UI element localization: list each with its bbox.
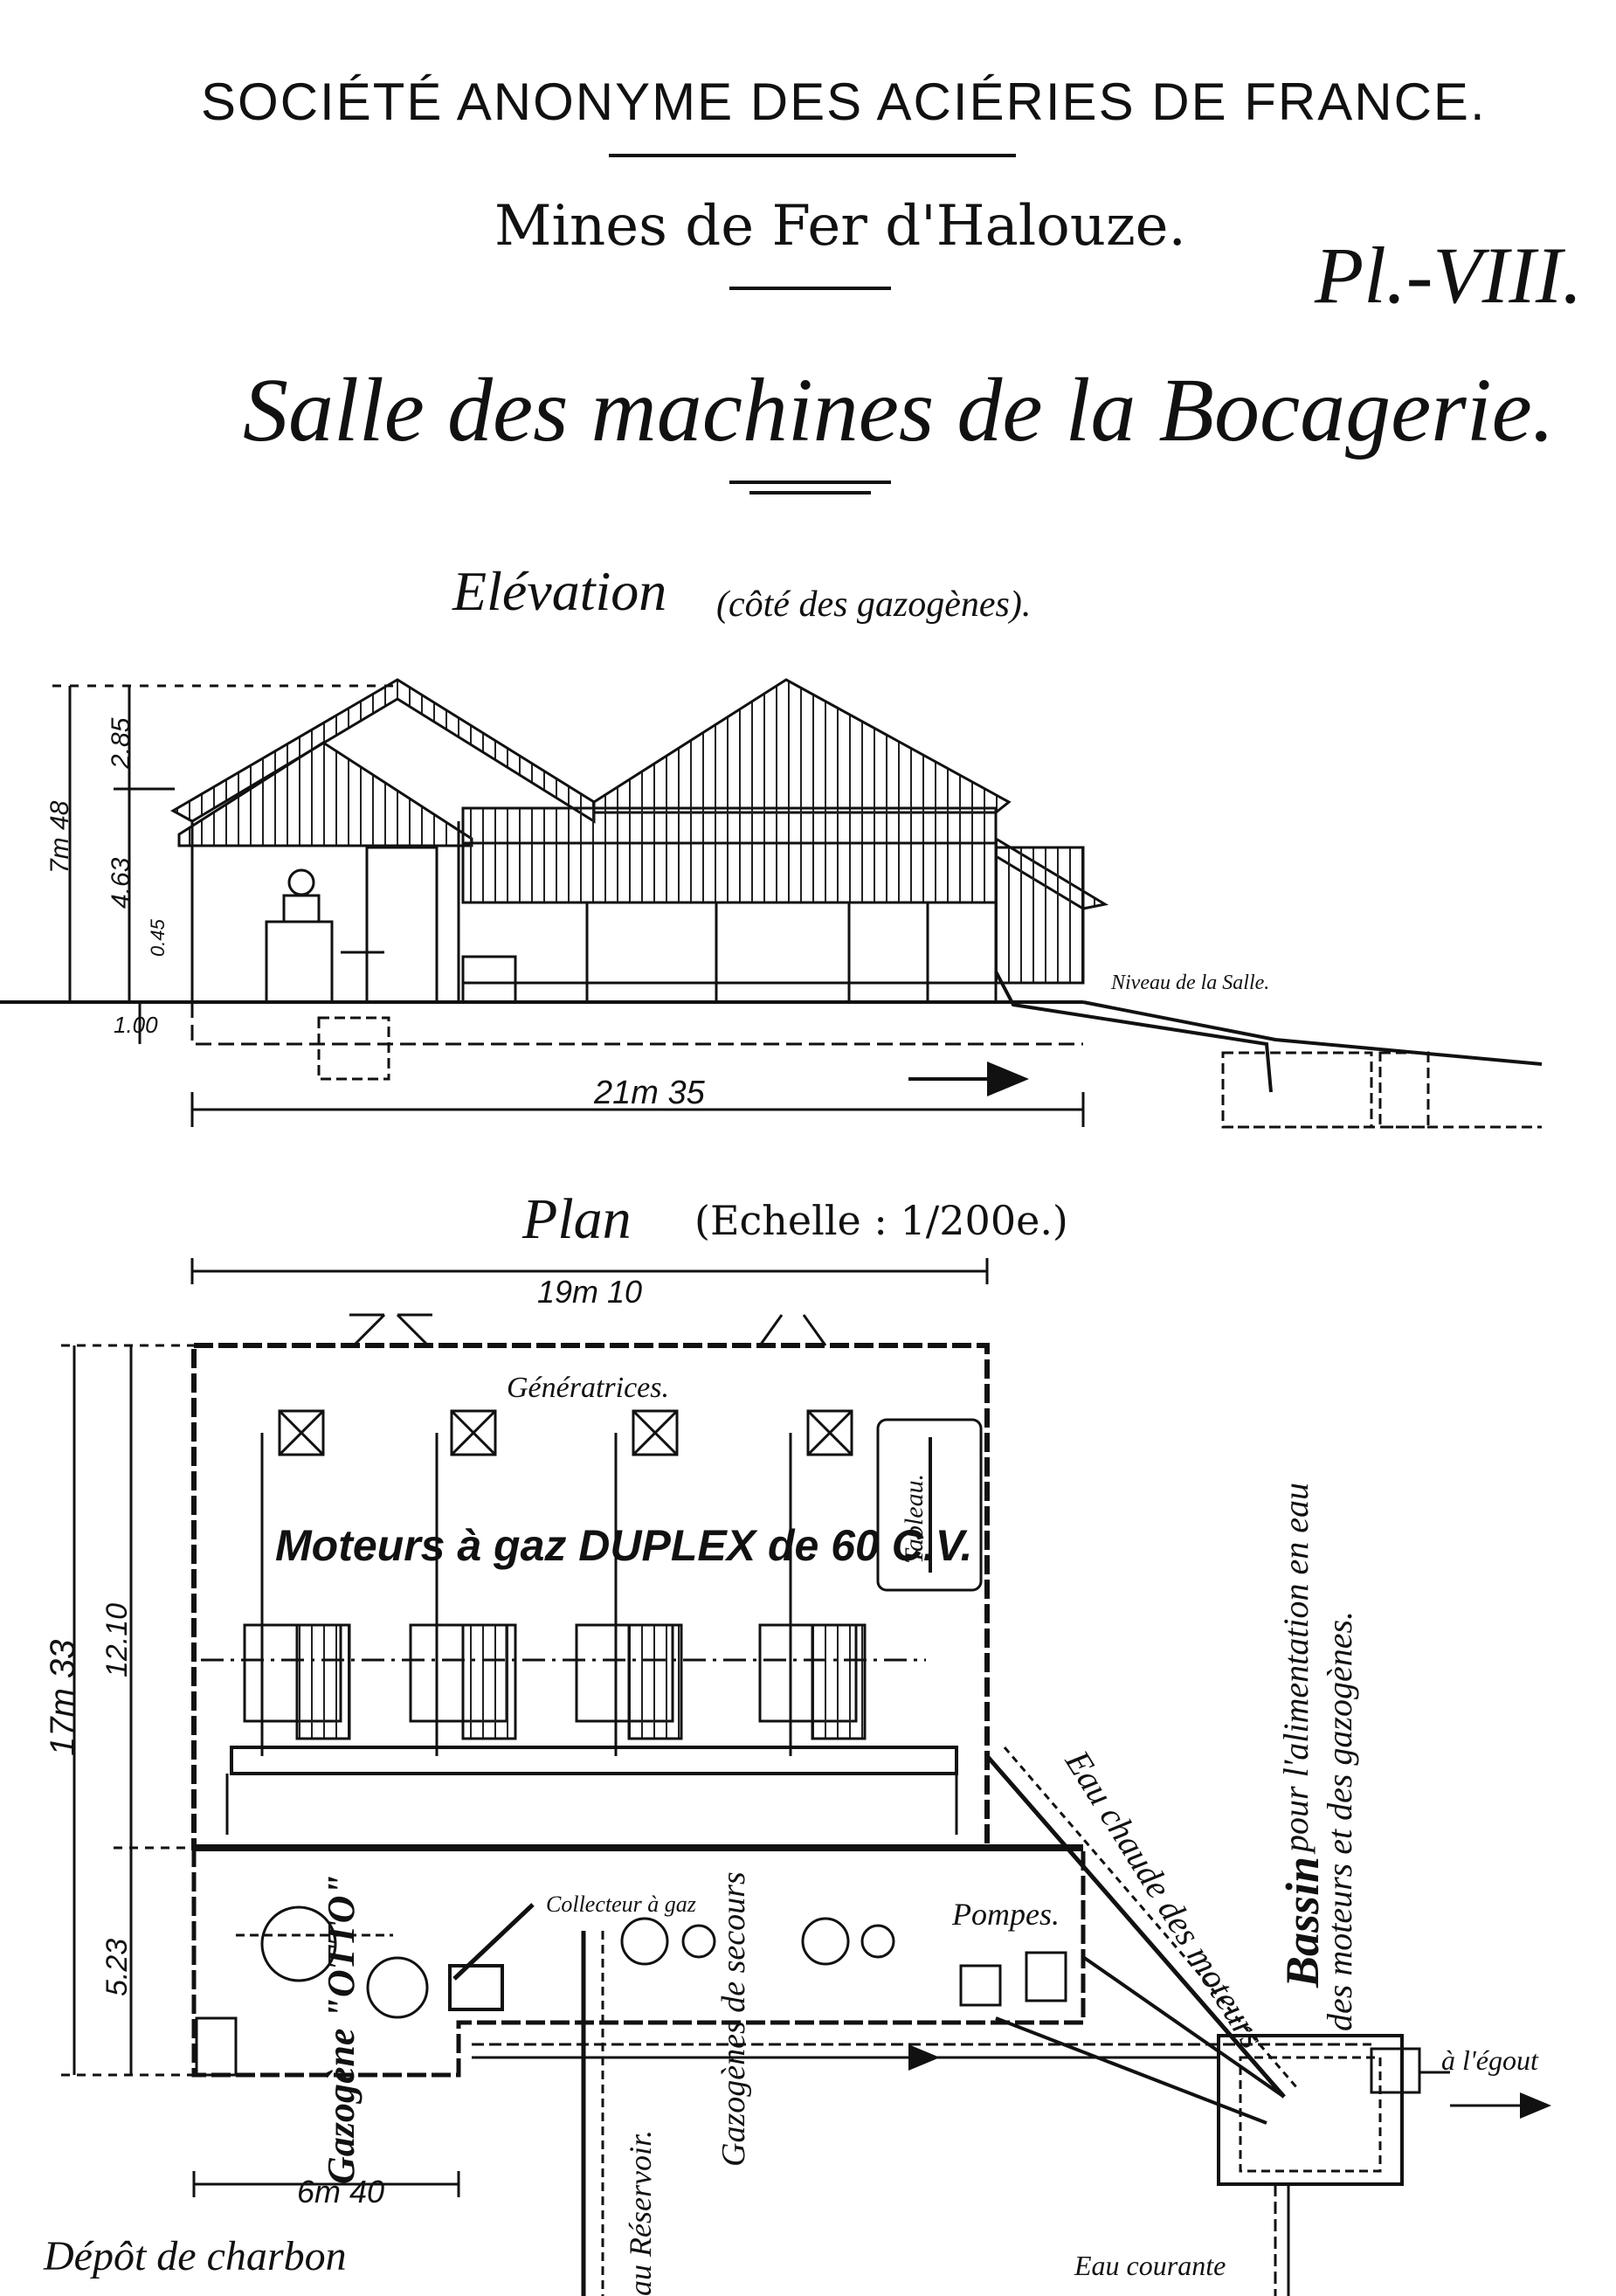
- mines-title: Mines de Fer d'Halouze.: [494, 194, 1186, 259]
- gazogene-otto-label: Gazogène "OTTO": [320, 1874, 363, 2184]
- elevation-subtitle: (côté des gazogènes).: [716, 584, 1032, 625]
- dim-gazogene-width: 6m 40: [297, 2174, 385, 2210]
- reservoir-label: au Réservoir.: [623, 2130, 658, 2296]
- elevation-drawing: [0, 678, 1543, 1129]
- dim-total-height: 7m 48: [45, 800, 74, 874]
- dim-base: 1.00: [114, 1012, 158, 1038]
- eau-courante-label: Eau courante: [1074, 2250, 1226, 2281]
- niveau-label: Niveau de la Salle.: [1111, 972, 1270, 994]
- dim-small: 0.45: [147, 919, 169, 957]
- gazogenes-secours-label: Gazogènes de secours: [715, 1871, 752, 2167]
- plan-title: Plan: [522, 1187, 632, 1251]
- header-rules: [609, 154, 1016, 494]
- plate-number: Pl.-VIII.: [1315, 231, 1583, 320]
- dim-roof: 2.85: [107, 717, 135, 769]
- company-title: SOCIÉTÉ ANONYME DES ACIÉRIES DE FRANCE.: [201, 73, 1487, 131]
- bassin-text-1: pour l'alimentation en eau: [1276, 1483, 1316, 1852]
- collecteur-label: Collecteur à gaz: [546, 1891, 696, 1917]
- plan-drawing: [61, 1258, 1551, 2296]
- dim-plan-total: 17m 33: [44, 1639, 82, 1756]
- pompes-label: Pompes.: [952, 1897, 1060, 1932]
- elevation-title: Elévation: [452, 560, 667, 622]
- egout-label: à l'égout: [1441, 2044, 1538, 2076]
- moteurs-label: Moteurs à gaz DUPLEX de 60 C.V.: [275, 1521, 973, 1570]
- bassin-text-2: des moteurs et des gazogènes.: [1320, 1610, 1359, 2031]
- dim-length: 21m 35: [594, 1075, 705, 1111]
- generatrices-label: Génératrices.: [507, 1372, 670, 1404]
- tableau-label: Tableau.: [900, 1473, 929, 1564]
- plan-scale: (Echelle : 1/200e.): [694, 1197, 1068, 1244]
- drawing-title: Salle des machines de la Bocagerie.: [243, 360, 1555, 460]
- dim-plan-main: 12.10: [100, 1602, 134, 1677]
- dim-wall: 4.63: [107, 857, 135, 909]
- depot-label: Dépôt de charbon: [44, 2233, 347, 2279]
- dim-plan-lower: 5.23: [100, 1938, 134, 1996]
- dim-plan-width: 19m 10: [537, 1274, 643, 1310]
